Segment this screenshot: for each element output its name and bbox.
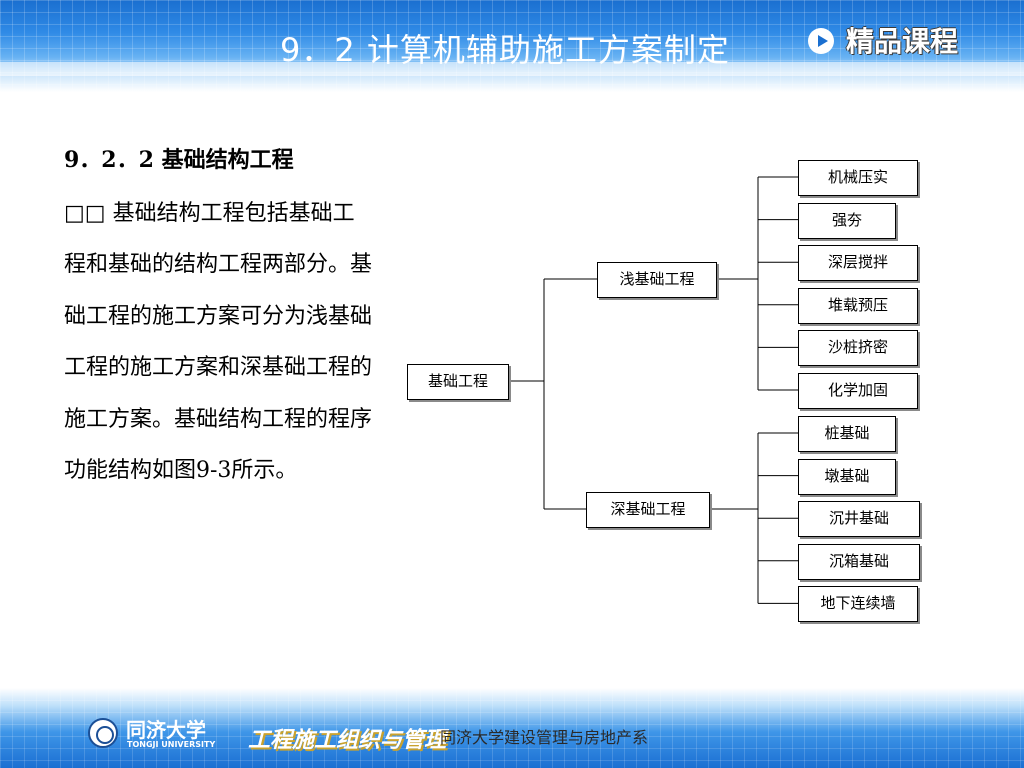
diagram-node-root: 基础工程 [407,364,509,400]
header-grid-pattern [0,0,1024,92]
diagram-node-leaf: 化学加固 [798,373,918,409]
university-name-en: TONGJI UNIVERSITY [127,740,216,749]
quality-course-badge: 精品课程 [846,25,959,58]
diagram-node-leaf: 机械压实 [798,160,918,196]
university-seal-icon [88,718,118,748]
diagram-node-branch: 浅基础工程 [597,262,717,298]
diagram-node-leaf: 沉井基础 [798,501,920,538]
footer-grid-pattern [0,688,1024,768]
diagram-node-leaf: 沉箱基础 [798,543,920,580]
department-name: 同济大学建设管理与房地产系 [440,728,649,747]
diagram-node-leaf: 墩基础 [798,458,896,495]
diagram-node-leaf: 深层搅拌 [798,245,918,282]
header-bar: 9．2 计算机辅助施工方案制定 精品课程 [0,0,1024,92]
university-name: 同济大学 [126,718,206,742]
section-subtitle: 9．2．2 基础结构工程 [64,147,294,173]
diagram-node-branch: 深基础工程 [586,492,710,528]
body-paragraph: □□ 基础结构工程包括基础工程和基础的结构工程两部分。基础工程的施工方案可分为浅… [64,201,373,484]
slide-title: 9．2 计算机辅助施工方案制定 [280,31,730,69]
course-logo: 工程施工组织与管理 [248,728,447,753]
play-circle-icon [808,28,834,54]
diagram-node-leaf: 地下连续墙 [798,586,918,623]
diagram-node-leaf: 桩基础 [798,416,896,452]
diagram-node-leaf: 沙桩挤密 [798,330,918,367]
diagram-node-leaf: 堆载预压 [798,287,918,324]
header-light-band [0,62,1024,76]
diagram-node-leaf: 强夯 [798,202,896,239]
footer-bar: 同济大学 TONGJI UNIVERSITY 工程施工组织与管理 同济大学建设管… [0,688,1024,768]
